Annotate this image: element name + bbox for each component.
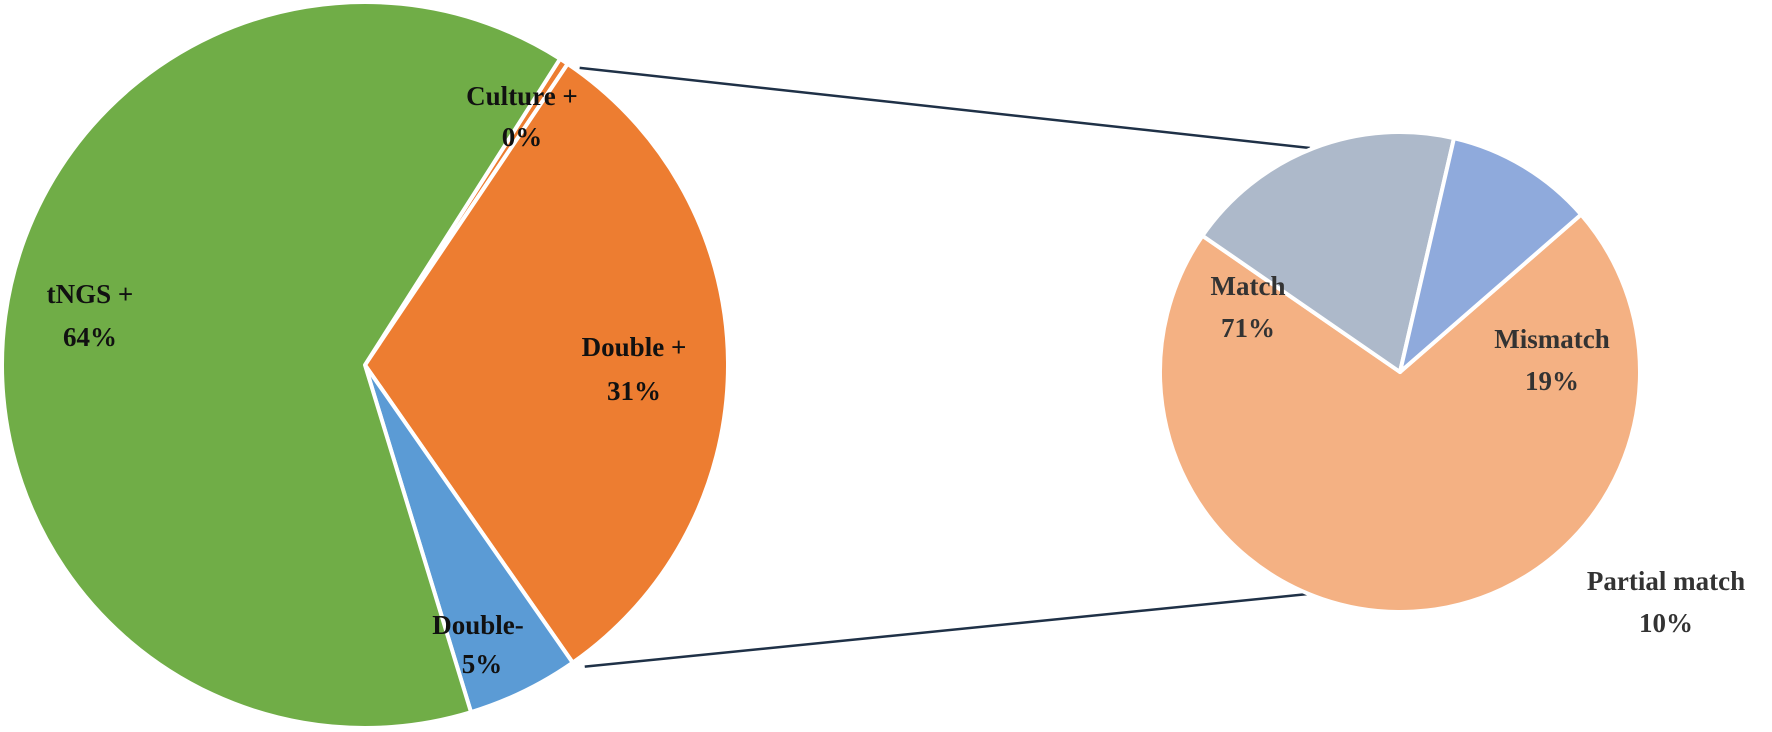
value-match: 71%	[1221, 313, 1275, 343]
detail-slice-mismatch	[1200, 130, 1456, 374]
main-slice-double-positive	[363, 61, 730, 665]
value-double-positive: 31%	[607, 376, 661, 406]
label-double-negative: Double-	[432, 610, 524, 640]
detail-slice-partial-match	[1398, 136, 1584, 374]
label-partial-match: Partial match	[1587, 566, 1745, 596]
value-partial-match: 10%	[1639, 608, 1693, 638]
main-slice-tngs-positive	[0, 0, 563, 730]
value-mismatch: 19%	[1525, 366, 1579, 396]
label-match: Match	[1211, 271, 1286, 301]
detail-slice-match	[1158, 212, 1642, 614]
label-double-positive: Double +	[582, 332, 687, 362]
label-culture-positive: Culture +	[466, 81, 578, 111]
label-tngs-positive: tNGS +	[47, 279, 134, 309]
connector-lines	[579, 66, 1319, 668]
main-pie	[0, 0, 730, 730]
label-mismatch: Mismatch	[1494, 324, 1609, 354]
connector-top	[579, 66, 1311, 150]
value-culture-positive: 0%	[502, 122, 543, 152]
detail-pie	[1158, 130, 1642, 614]
connector-bottom	[584, 591, 1319, 668]
value-double-negative: 5%	[462, 649, 503, 679]
value-tngs-positive: 64%	[63, 322, 117, 352]
